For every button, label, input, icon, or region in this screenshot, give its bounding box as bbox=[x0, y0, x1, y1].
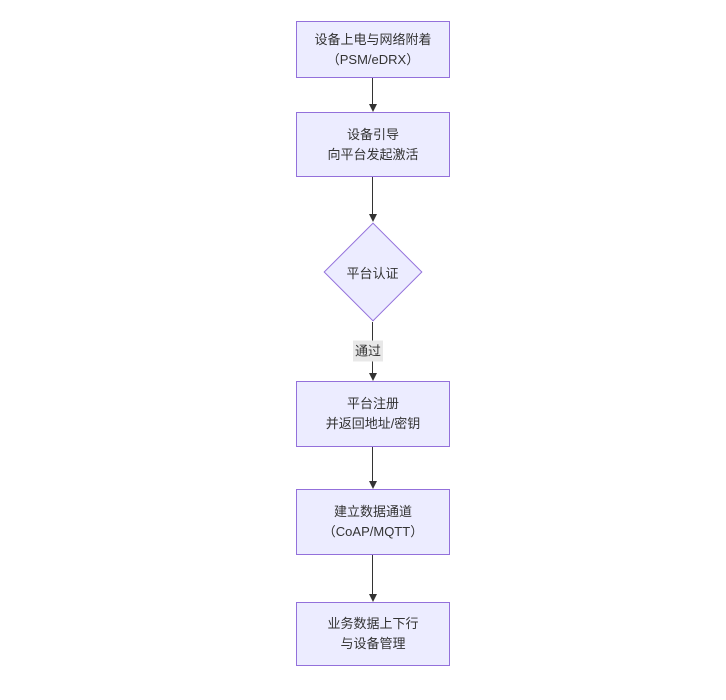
node-text-line: 平台认证 bbox=[346, 265, 399, 281]
arrowhead-down-icon bbox=[369, 594, 377, 602]
flow-node-platform-register: 平台注册 并返回地址/密钥 bbox=[296, 381, 450, 447]
node-text-line: （CoAP/MQTT） bbox=[322, 524, 424, 539]
node-text-line: 并返回地址/密钥 bbox=[325, 416, 421, 431]
node-text-line: 业务数据上下行 bbox=[327, 616, 419, 631]
node-text-line: 设备引导 bbox=[346, 126, 399, 142]
node-text-line: 建立数据通道 bbox=[333, 504, 412, 519]
flow-node-power-network-attach: 设备上电与网络附着 （PSM/eDRX） bbox=[296, 21, 450, 78]
arrowhead-down-icon bbox=[369, 214, 377, 222]
flow-node-device-bootstrap: 设备引导 向平台发起激活 bbox=[296, 112, 450, 177]
node-text-line: 向平台发起激活 bbox=[327, 146, 419, 162]
edge-line-n3-n4 bbox=[372, 447, 373, 481]
edge-line-n2-d1 bbox=[372, 177, 373, 214]
arrowhead-down-icon bbox=[369, 104, 377, 112]
flow-node-data-channel: 建立数据通道 （CoAP/MQTT） bbox=[296, 489, 450, 555]
node-text-line: 与设备管理 bbox=[340, 636, 406, 651]
arrowhead-down-icon bbox=[369, 373, 377, 381]
edge-line-n1-n2 bbox=[372, 78, 373, 104]
node-text-line: 设备上电与网络附着 bbox=[314, 31, 432, 47]
node-text-line: 平台注册 bbox=[346, 396, 399, 411]
flow-node-business-data-mgmt: 业务数据上下行 与设备管理 bbox=[296, 602, 450, 666]
decision-platform-auth: 平台认证 bbox=[322, 222, 423, 322]
arrowhead-down-icon bbox=[369, 481, 377, 489]
edge-line-n4-n5 bbox=[372, 555, 373, 594]
edge-label-pass: 通过 bbox=[352, 340, 384, 362]
node-text-line: （PSM/eDRX） bbox=[326, 51, 420, 67]
